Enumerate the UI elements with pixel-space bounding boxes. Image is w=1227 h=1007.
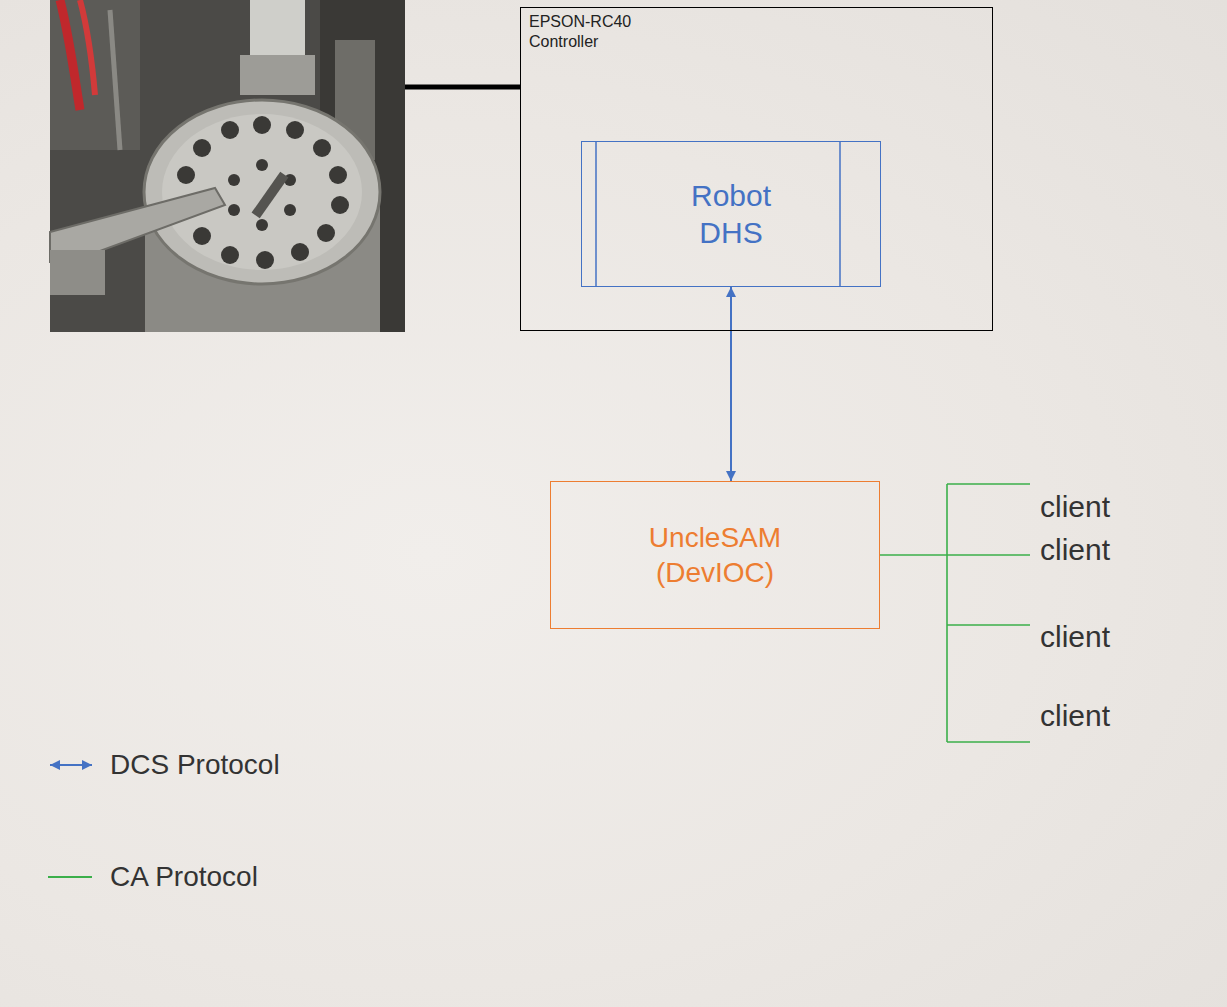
legend-arrow-sample (50, 764, 92, 766)
client-label: client (1040, 490, 1110, 524)
client-label: client (1040, 533, 1110, 567)
client-label: client (1040, 620, 1110, 654)
controller-box: Robot DHS EPSON-RC40 Controller (520, 7, 993, 331)
process-side-bars (582, 142, 880, 286)
robot-cable (405, 85, 520, 90)
box-label: UncleSAM (DevIOC) (623, 520, 808, 590)
client-label: client (1040, 699, 1110, 733)
ioc-box: UncleSAM (DevIOC) (550, 481, 880, 629)
legend-line-sample (48, 876, 92, 878)
robot-photo (50, 0, 405, 332)
box-heading: EPSON-RC40 Controller (529, 12, 647, 52)
protocol-connector (730, 287, 732, 481)
legend-text: DCS Protocol (110, 749, 280, 781)
legend-text: CA Protocol (110, 861, 258, 893)
ca-bus (880, 484, 1030, 742)
process-box: Robot DHS (581, 141, 881, 287)
box-label: Robot DHS (676, 177, 786, 252)
